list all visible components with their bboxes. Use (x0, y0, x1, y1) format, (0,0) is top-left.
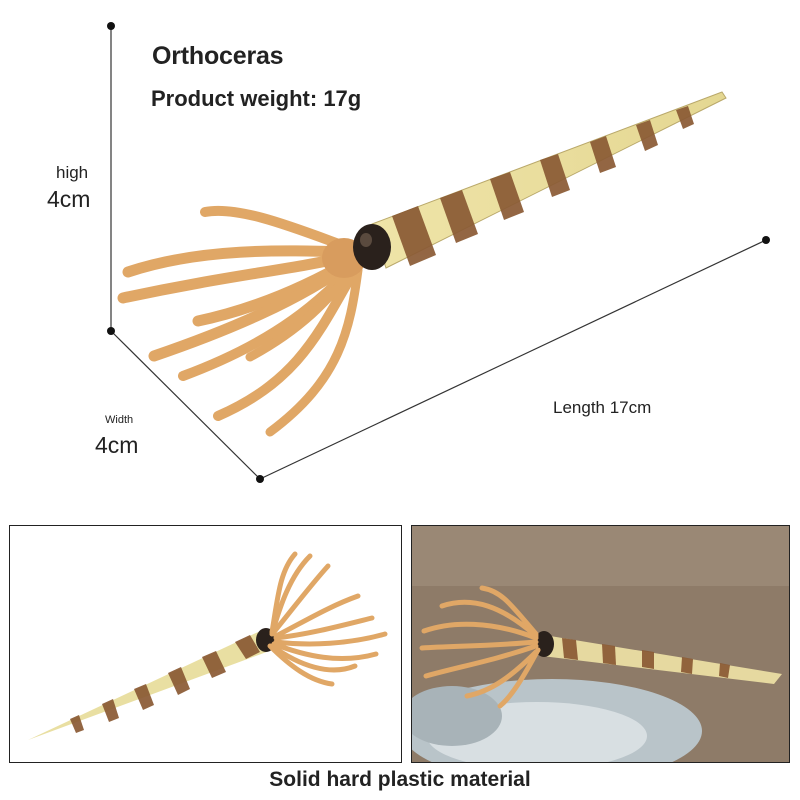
orthoceras-tentacles (117, 205, 363, 437)
material-caption: Solid hard plastic material (269, 768, 531, 791)
width-label: Width (105, 414, 134, 426)
width-value: 4cm (95, 432, 139, 458)
dimension-lines (110, 26, 767, 480)
length-label: Length 17cm (553, 398, 652, 417)
product-photo-scene (411, 525, 790, 763)
main-product-illustration (107, 22, 770, 483)
height-label: high (56, 163, 89, 182)
product-photo-left (28, 551, 388, 740)
product-photo-right (412, 526, 789, 762)
product-weight: Product weight: 17g (151, 86, 362, 111)
product-name: Orthoceras (152, 42, 284, 70)
dimension-endpoints (107, 22, 770, 483)
eye (353, 224, 391, 270)
orthoceras-shell (371, 91, 727, 269)
height-value: 4cm (47, 186, 91, 212)
product-photo-white-background (9, 525, 402, 763)
